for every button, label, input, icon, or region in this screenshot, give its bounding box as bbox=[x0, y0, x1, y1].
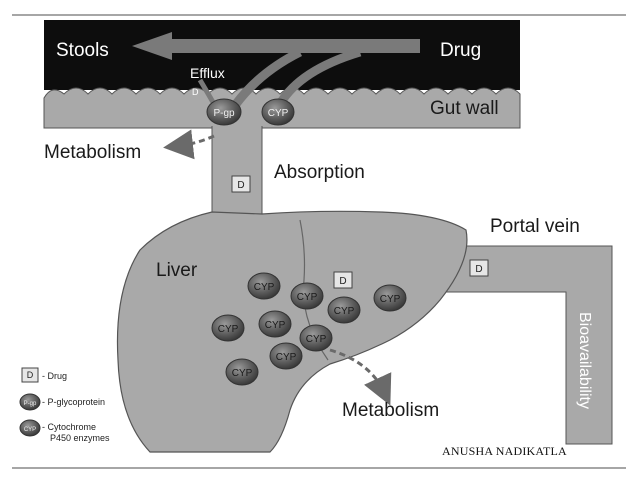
svg-text:CYP: CYP bbox=[276, 352, 297, 363]
cyp-liver-9: CYP bbox=[225, 358, 259, 386]
legend-pgp: P-gp - P-glycoprotein bbox=[19, 393, 105, 411]
cyp-gut-wall: CYP bbox=[261, 98, 295, 126]
drug-branch-pgp bbox=[232, 47, 303, 107]
svg-text:P-gp: P-gp bbox=[213, 108, 235, 119]
cyp-liver-8: CYP bbox=[269, 342, 303, 370]
legend: D - Drug P-gp - P-glycoprotein CYP - Cyt… bbox=[19, 367, 110, 443]
cyp-liver-7: CYP bbox=[299, 324, 333, 352]
legend-drug: D - Drug bbox=[21, 367, 67, 383]
drug-box-liver: D bbox=[333, 271, 353, 289]
svg-text:CYP: CYP bbox=[265, 320, 286, 331]
legend-cyp: CYP - Cytochrome P450 enzymes bbox=[19, 419, 110, 443]
efflux-drug-label: D bbox=[192, 87, 199, 97]
metabolism-bottom-label: Metabolism bbox=[342, 400, 439, 421]
bioavailability-label: Bioavailability bbox=[576, 312, 593, 409]
svg-text:- Drug: - Drug bbox=[42, 371, 67, 381]
svg-text:CYP: CYP bbox=[218, 324, 239, 335]
liver bbox=[116, 210, 468, 453]
svg-text:D: D bbox=[237, 180, 244, 191]
svg-text:CYP: CYP bbox=[306, 334, 327, 345]
absorption-channel bbox=[212, 126, 262, 222]
svg-text:- Cytochrome: - Cytochrome bbox=[42, 422, 96, 432]
svg-text:CYP: CYP bbox=[334, 306, 355, 317]
svg-text:- P-glycoprotein: - P-glycoprotein bbox=[42, 397, 105, 407]
author-credit: ANUSHA NADIKATLA bbox=[442, 444, 567, 458]
svg-text:D: D bbox=[339, 276, 346, 287]
absorption-label: Absorption bbox=[274, 162, 365, 183]
cyp-liver-2: CYP bbox=[290, 282, 324, 310]
liver-label: Liver bbox=[156, 260, 198, 281]
drug-box-portal: D bbox=[469, 259, 489, 277]
gut-lumen bbox=[44, 20, 520, 90]
svg-text:P-gp: P-gp bbox=[24, 401, 37, 407]
metabolism-top-arrow bbox=[163, 129, 215, 160]
cyp-liver-6: CYP bbox=[258, 310, 292, 338]
gut-wall-label: Gut wall bbox=[430, 98, 499, 119]
svg-text:P450 enzymes: P450 enzymes bbox=[50, 433, 110, 443]
pgp-transporter: P-gp bbox=[206, 98, 242, 126]
drug-box-absorption: D bbox=[231, 175, 251, 193]
efflux-label: Efflux bbox=[190, 65, 225, 81]
cyp-liver-1: CYP bbox=[247, 272, 281, 300]
cyp-liver-5: CYP bbox=[211, 314, 245, 342]
cyp-liver-3: CYP bbox=[327, 296, 361, 324]
metabolism-bottom-arrow bbox=[329, 348, 392, 406]
metabolism-top-label: Metabolism bbox=[44, 142, 141, 163]
svg-text:D: D bbox=[475, 264, 482, 275]
stools-label: Stools bbox=[56, 40, 109, 61]
drug-branch-cyp bbox=[276, 47, 362, 107]
portal-vein-label: Portal vein bbox=[490, 216, 580, 237]
drug-label: Drug bbox=[440, 40, 481, 61]
svg-text:D: D bbox=[27, 370, 34, 380]
svg-text:CYP: CYP bbox=[297, 292, 318, 303]
svg-text:CYP: CYP bbox=[380, 294, 401, 305]
svg-text:CYP: CYP bbox=[268, 108, 289, 119]
svg-text:CYP: CYP bbox=[254, 282, 275, 293]
svg-text:CYP: CYP bbox=[24, 427, 36, 433]
svg-text:CYP: CYP bbox=[232, 368, 253, 379]
cyp-liver-4: CYP bbox=[373, 284, 407, 312]
